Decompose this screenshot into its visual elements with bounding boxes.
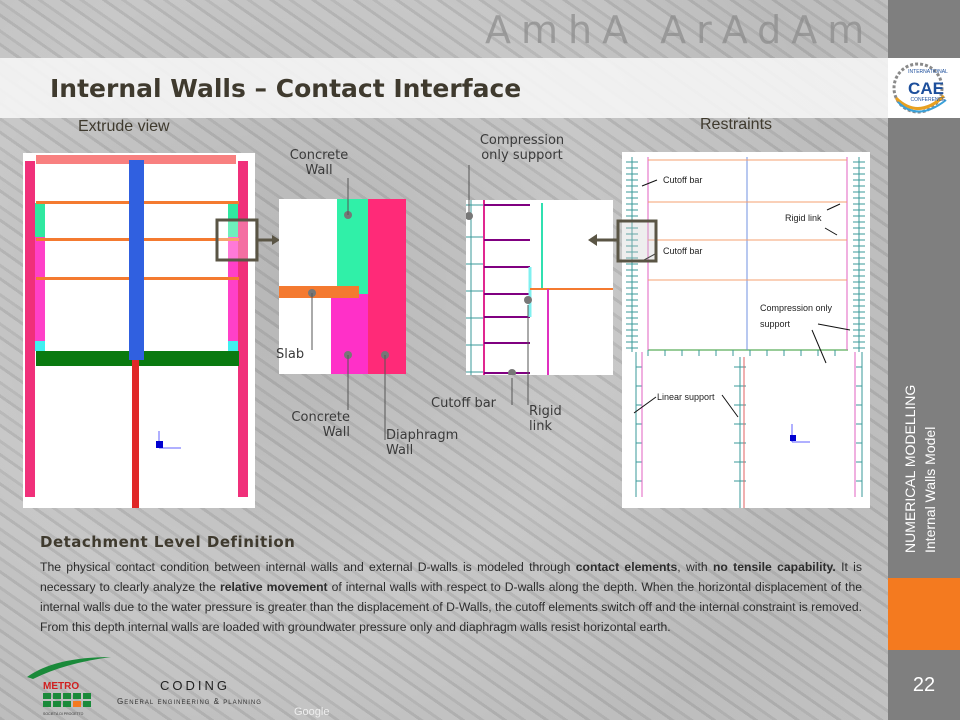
arrow-right-icon [256, 235, 280, 245]
extrude-view-title: Extrude view [78, 118, 170, 135]
extrude-view-figure [23, 153, 255, 508]
detail-leader-lines [311, 178, 386, 440]
coding-logo: CODING [160, 678, 230, 693]
coding-tagline: General engineering & planning [117, 697, 262, 706]
text-run: It is necessary to clearly analyze the [40, 560, 862, 594]
zoom-box-left [215, 218, 259, 262]
restraints-figure [622, 152, 870, 508]
section-label: NUMERICAL MODELLING Internal Walls Model [900, 355, 950, 555]
label-support: support [760, 319, 791, 329]
google-watermark: Google [294, 706, 330, 718]
svg-text:INTERNATIONAL: INTERNATIONAL [908, 69, 948, 75]
section-subtitle: Internal Walls Model [922, 426, 938, 553]
cae-logo-icon: CAE INTERNATIONAL CONFERENCE [892, 62, 948, 114]
text-run: The physical contact condition between i… [40, 560, 576, 574]
svg-text:METRO: METRO [43, 681, 79, 692]
cae-logo: CAE INTERNATIONAL CONFERENCE [888, 58, 960, 118]
body-paragraph: The physical contact condition between i… [40, 557, 862, 637]
title-band [0, 58, 888, 118]
watermark: AmhA ArAdAm [485, 8, 875, 52]
label-rigid-link: Rigid link [529, 404, 562, 434]
text-run-bold: relative movement [219, 580, 328, 594]
section-heading: Detachment Level Definition [40, 533, 296, 551]
label-compression-only: Compression only [760, 303, 833, 313]
label-linear-support: Linear support [657, 392, 715, 402]
text-run-bold: contact elements [575, 560, 678, 574]
metro-logo: METRO SOCIETÀ DI PROGETTO [25, 655, 115, 717]
label-concrete-wall-bottom: Concrete Wall [291, 410, 350, 440]
zoom-box-right [616, 219, 658, 263]
accent-block [888, 578, 960, 650]
text-run-bold: no tensile capability. [712, 560, 836, 574]
detail-restraint-figure [466, 200, 613, 375]
detail2-leader-lines [468, 165, 529, 405]
section-title: NUMERICAL MODELLING [902, 384, 918, 553]
label-cutoff-bar-1: Cutoff bar [663, 175, 703, 185]
text-run: of internal walls with respect to D-wall… [40, 580, 862, 634]
page-number: 22 [912, 674, 936, 696]
metro-logo-icon: METRO SOCIETÀ DI PROGETTO [27, 657, 111, 716]
text-run: , with [677, 560, 713, 574]
label-cutoff-bar-2: Cutoff bar [663, 246, 703, 256]
arrow-left-icon [588, 234, 618, 246]
label-compression-support: Compression only support [479, 133, 565, 163]
label-cutoff-bar: Cutoff bar [431, 396, 497, 411]
label-concrete-wall-top: Concrete Wall [289, 148, 349, 178]
restraints-title: Restraints [700, 116, 773, 133]
svg-text:CONFERENCE: CONFERENCE [910, 97, 946, 103]
page-title: Internal Walls – Contact Interface [50, 74, 522, 103]
label-slab: Slab [276, 347, 305, 362]
label-diaphragm-wall: Diaphragm Wall [386, 428, 459, 458]
label-rigid-link-r: Rigid link [785, 213, 822, 223]
detail-contact-figure [279, 199, 406, 374]
svg-text:SOCIETÀ DI PROGETTO: SOCIETÀ DI PROGETTO [43, 712, 84, 716]
svg-text:CAE: CAE [908, 79, 944, 98]
